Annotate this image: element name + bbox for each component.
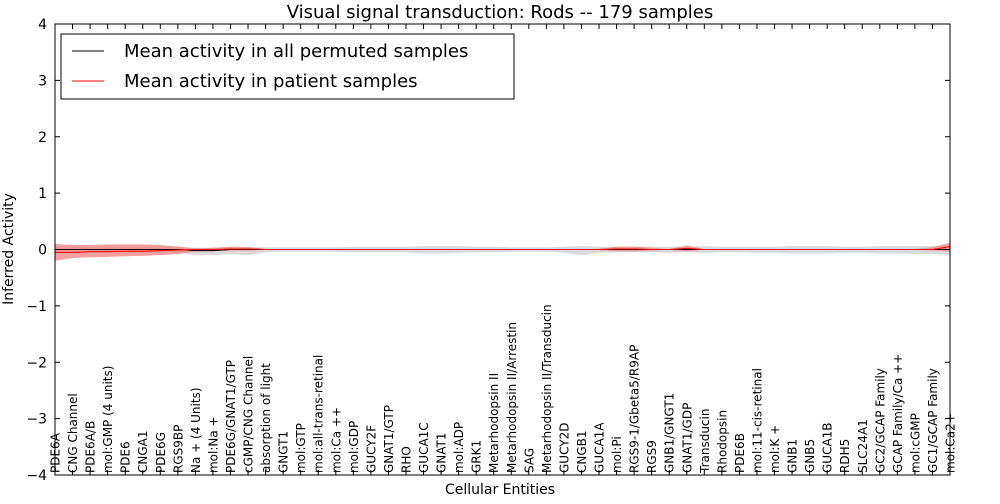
y-tick-label: 2 (38, 130, 47, 146)
x-tick-label: SAG (522, 448, 536, 473)
x-tick-label: mol:ADP (452, 422, 466, 473)
x-tick-label: SLC24A1 (856, 419, 870, 473)
x-tick-label: GC2/GCAP Family (873, 368, 887, 473)
series-1-band (55, 246, 950, 256)
x-tick-label: mol:Pi (610, 436, 624, 473)
x-tick-label: GRK1 (470, 440, 484, 473)
x-tick-label: Transducin (698, 409, 712, 474)
x-tick-label: mol:GTP (294, 423, 308, 473)
x-tick-label: RGS9 (645, 440, 659, 473)
x-tick-label: GNGT1 (277, 431, 291, 473)
x-tick-label: mol:Ca ++ (329, 407, 343, 473)
y-tick-label: 0 (38, 243, 47, 259)
x-axis-label: Cellular Entities (445, 482, 555, 498)
x-tick-label: absorption of light (259, 363, 273, 473)
y-tick-label: 1 (38, 186, 47, 202)
x-tick-label: mol:cGMP (908, 413, 922, 473)
x-tick-label: PDE6 (119, 441, 133, 473)
x-tick-label: CNG Channel (66, 393, 80, 473)
series-2-band (55, 242, 950, 261)
x-tick-label: mol:GMP (4 units) (101, 366, 115, 473)
y-tick-label: −2 (26, 355, 47, 371)
y-tick-label: 3 (38, 73, 47, 89)
x-tick-label: mol:11-cis-retinal (750, 368, 764, 473)
x-tick-label: RGS9-1/Gbeta5/R9AP (628, 345, 642, 473)
x-tick-label: CNGB1 (575, 430, 589, 473)
x-tick-label: GNB1/GNGT1 (663, 393, 677, 473)
x-tick-label: Rhodopsin (715, 410, 729, 473)
x-tick-label: RGS9BP (171, 425, 185, 473)
series-2-line (55, 246, 951, 253)
x-tick-label: PDE6B (733, 433, 747, 473)
series-lines (55, 246, 951, 253)
x-tick-label: GUCA1C (417, 422, 431, 473)
x-tick-label: GUCY2D (557, 423, 571, 473)
legend-label-1: Mean activity in all permuted samples (124, 41, 468, 62)
y-tick-label: 4 (38, 17, 47, 33)
x-tick-label: Na + (4 Units) (189, 387, 203, 473)
y-tick-label: −1 (26, 299, 47, 315)
x-tick-label: cGMP/CNG Channel (242, 356, 256, 473)
chart-title: Visual signal transduction: Rods -- 179 … (287, 2, 714, 23)
x-tick-label: GUCA1B (821, 422, 835, 473)
x-tick-label: PDE6G (154, 432, 168, 473)
x-tick-label: PDE6A (49, 432, 63, 473)
x-tick-label: GNB1 (786, 439, 800, 473)
x-tick-label: mol:all-trans-retinal (312, 355, 326, 473)
x-tick-label: Metarhodopsin II/Transducin (540, 304, 554, 473)
y-axis-ticks: −4 −3 −2 −1 0 1 2 3 4 (26, 17, 950, 484)
x-tick-label: PDE6A/B (84, 421, 98, 473)
x-tick-label: GNAT1 (435, 432, 449, 473)
x-tick-label: mol:K + (768, 425, 782, 473)
legend-box (60, 33, 515, 100)
x-tick-label: mol:Na + (206, 416, 220, 473)
x-tick-label: Metarhodopsin II (487, 373, 501, 473)
x-tick-label: RHO (399, 446, 413, 473)
x-tick-label: GUCY2F (364, 425, 378, 473)
x-tick-label: CNGA1 (136, 431, 150, 474)
x-tick-label: GNB5 (803, 439, 817, 473)
x-tick-label: mol:Ca2+ (944, 413, 958, 473)
legend-label-2: Mean activity in patient samples (124, 71, 418, 92)
y-tick-label: −4 (26, 468, 47, 484)
x-tick-label: mol:GDP (347, 421, 361, 473)
x-tick-label: PDE6G/GNAT1/GTP (224, 360, 238, 473)
x-tick-label: GNAT1/GDP (680, 403, 694, 473)
x-tick-label: GC1/GCAP Family (926, 368, 940, 473)
legend: Mean activity in all permuted samplesMea… (60, 33, 515, 100)
x-tick-label: GUCA1A (593, 422, 607, 473)
y-axis-label: Inferred Activity (1, 193, 17, 305)
x-tick-label: GNAT1/GTP (382, 405, 396, 473)
x-tick-label: RDH5 (838, 439, 852, 473)
confidence-bands (55, 242, 950, 261)
y-tick-label: −3 (26, 412, 47, 428)
x-tick-label: Metarhodopsin II/Arrestin (505, 322, 519, 473)
x-tick-label: GCAP Family/Ca ++ (891, 354, 905, 473)
